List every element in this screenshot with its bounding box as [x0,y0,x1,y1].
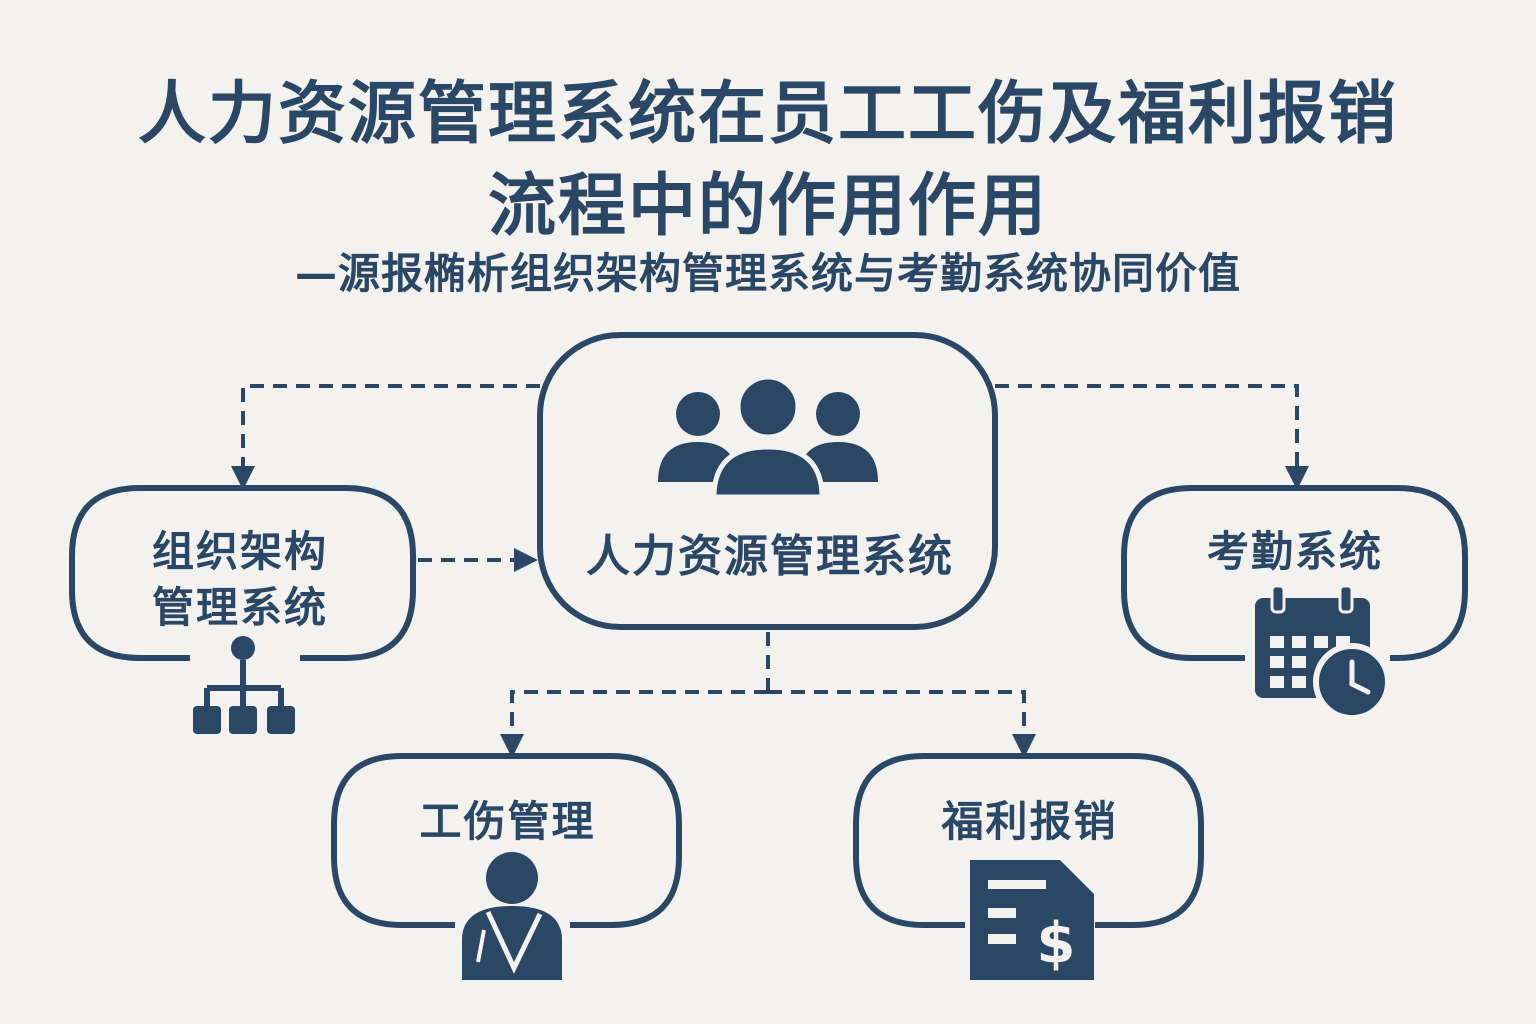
node-org-box [69,485,416,661]
connector-branch-to-injury [500,690,768,758]
node-hrms-label: 人力资源管理系统 [586,531,954,582]
node-hrms-box [537,332,998,630]
node-injury-label: 工伤管理 [419,797,596,846]
node-attendance-box [1121,485,1468,661]
page-title-line-1: 人力资源管理系统在员工工伤及福利报销 [137,75,1398,154]
people-group-icon [658,374,878,500]
injured-person-icon [462,852,562,980]
connector-hrms-to-attendance [995,384,1309,490]
page-title-line-2: 流程中的作用作用 [487,167,1048,246]
node-welfare-label: 福利报销 [941,797,1118,846]
node-attendance-label: 考勤系统 [1206,527,1383,576]
node-welfare-box [853,753,1204,928]
calendar-clock-icon [1255,584,1391,721]
connector-hrms-to-org [231,384,540,490]
node-org-label-line-1: 组织架构 [151,527,328,576]
page-subtitle: —源报椭析组织架构管理系统与考勤系统协同价值 [294,249,1241,298]
connector-branch-to-welfare [768,690,1036,758]
node-injury-box [331,753,682,928]
expense-document-icon: $ [970,860,1094,980]
org-chart-icon [193,636,295,734]
svg-text:$: $ [1037,911,1076,976]
node-org-label-line-2: 管理系统 [151,583,328,632]
